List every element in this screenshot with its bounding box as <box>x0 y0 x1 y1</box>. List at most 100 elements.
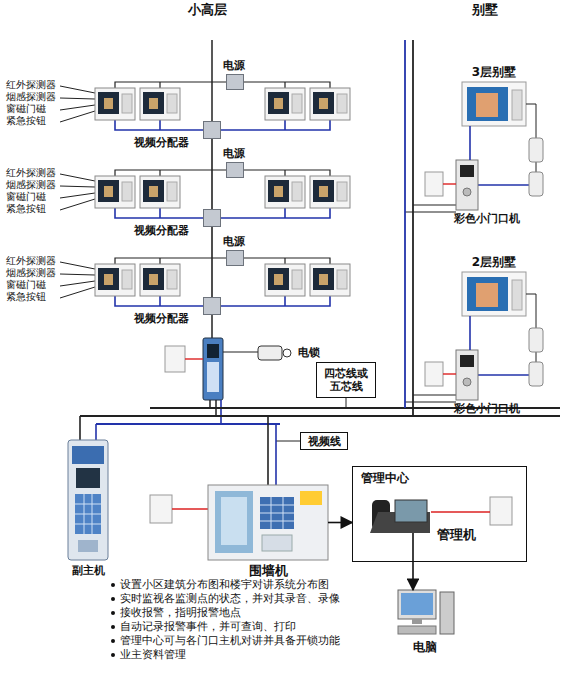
connector <box>469 126 471 160</box>
connector-layer <box>212 126 470 590</box>
power-box: 电源 <box>226 74 244 90</box>
bullet-dot <box>111 611 115 615</box>
callout-leader <box>346 398 347 408</box>
riser-line <box>211 40 213 121</box>
detector-label: 窗磁门磁 <box>6 191 46 203</box>
sub-unit-keys <box>75 494 101 534</box>
wall-unit: 围墙机 <box>208 485 328 560</box>
wall-unit-screen-inner <box>221 497 247 545</box>
function-note: 自动记录报警事件，并可查询、打印 <box>120 620 296 632</box>
lock-body <box>258 346 282 360</box>
power-box: 电源 <box>226 250 244 266</box>
sub-unit-wire <box>79 416 81 440</box>
callout-leader <box>276 441 300 442</box>
video-bus-line <box>96 423 280 425</box>
function-note: 业主资料管理 <box>120 648 186 660</box>
wall-unit-body <box>208 485 328 560</box>
detector-label: 紧急按钮 <box>6 291 46 303</box>
wall-unit-wire <box>275 424 277 485</box>
node-label: 管理中心 <box>361 471 409 485</box>
sub-unit-body <box>68 440 108 560</box>
node-label: 2层别墅 <box>462 255 526 269</box>
detector-label: 烟感探测器 <box>6 179 56 191</box>
wall-box <box>165 346 185 372</box>
wall-unit-logo <box>300 491 322 505</box>
node-label: 副主机 <box>58 564 118 577</box>
video-splitter: 视频分配器 <box>203 297 221 315</box>
node-label: 围墙机 <box>208 563 328 578</box>
riser-line <box>211 315 213 338</box>
management-center: 管理机 管理中心 <box>352 466 527 562</box>
node-label: 电源 <box>223 59 245 72</box>
red-wire <box>431 511 490 512</box>
villa-equipment <box>405 272 543 402</box>
bullet-dot <box>111 625 115 629</box>
detector-label: 烟感探测器 <box>6 91 56 103</box>
wall-unit-reader <box>262 535 292 551</box>
node-label: 彩色小门口机 <box>454 402 520 415</box>
bus-drop <box>220 400 222 424</box>
wall-unit-wire <box>267 416 269 485</box>
function-note: 实时监视各监测点的状态，并对其录音、录像 <box>120 592 340 604</box>
wall-box <box>490 497 512 525</box>
detector-label: 窗磁门磁 <box>6 279 46 291</box>
pc-tower <box>440 592 454 634</box>
wall-unit-screen <box>215 491 253 553</box>
villa-monitor: 3层别墅 <box>462 82 526 126</box>
node-label: 电源 <box>223 235 245 248</box>
video-splitter: 视频分配器 <box>203 209 221 227</box>
bus-line <box>80 415 560 417</box>
villa-door-unit: 彩色小门口机 <box>456 350 478 400</box>
electric-lock: 电锁 <box>258 345 292 361</box>
bus-drop <box>209 400 211 408</box>
detector-label: 紧急按钮 <box>6 115 46 127</box>
node-label: 3层别墅 <box>462 65 526 79</box>
pc-keyboard <box>398 626 436 634</box>
entrance-panel-screen <box>207 344 219 358</box>
connector <box>469 316 471 350</box>
detector-label: 红外探测器 <box>6 255 56 267</box>
wall-unit-keys <box>260 497 294 529</box>
computer: 电脑 <box>395 590 455 638</box>
bullet-dot <box>111 583 115 587</box>
node-label: 电锁 <box>298 346 320 359</box>
detector-label: 红外探测器 <box>6 79 56 91</box>
connector <box>328 522 352 524</box>
detector-label: 红外探测器 <box>6 167 56 179</box>
node-label: 视频分配器 <box>134 136 189 149</box>
node-label: 四芯线或五芯线 <box>319 367 373 393</box>
sub-unit-keypad <box>75 494 101 534</box>
red-wire <box>172 508 208 509</box>
pc-screen <box>401 593 433 615</box>
villa-riser <box>412 40 414 416</box>
management-console: 管理机 <box>371 499 431 533</box>
node-label: 电脑 <box>395 640 455 654</box>
console-screen <box>395 500 427 522</box>
lock-wire <box>223 351 258 352</box>
detector-label: 烟感探测器 <box>6 267 56 279</box>
power-box: 电源 <box>226 162 244 178</box>
node-label: 视频分配器 <box>134 224 189 237</box>
function-note: 管理中心可与各门口主机对讲并具备开锁功能 <box>120 634 340 646</box>
bullet-dot <box>111 639 115 643</box>
node-label: 彩色小门口机 <box>454 212 520 225</box>
wall-unit-keypad <box>260 497 294 529</box>
connector <box>211 227 213 297</box>
column-heading: 小高层 <box>188 4 227 16</box>
detector-label: 紧急按钮 <box>6 203 46 215</box>
sub-unit-reader <box>78 540 98 552</box>
sub-unit-screen <box>76 468 100 488</box>
bullet-dot <box>111 653 115 657</box>
node-label: 电源 <box>223 147 245 160</box>
sub-host: 副主机 <box>68 440 108 560</box>
sub-unit-band <box>72 446 104 464</box>
cable-callout: 视频线 <box>300 432 348 450</box>
lock-knob <box>283 349 291 357</box>
red-wire <box>185 358 203 359</box>
pc-stand <box>412 619 422 624</box>
entrance-panel <box>203 338 223 400</box>
wall-box <box>150 495 172 523</box>
entrance-panel-keypad <box>207 362 219 392</box>
